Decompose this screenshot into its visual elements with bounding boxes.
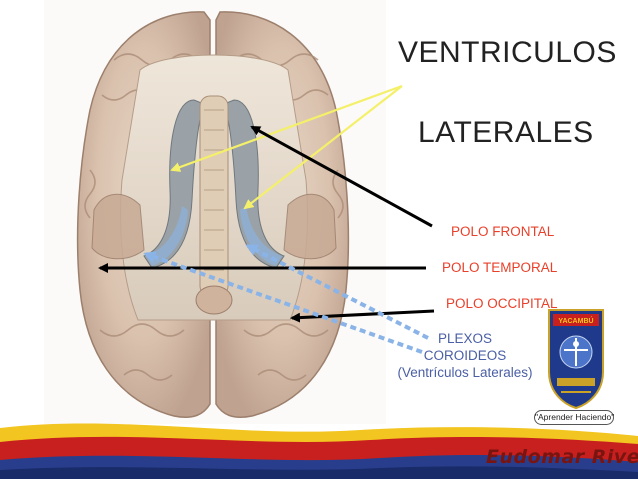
label-plexos-coroideos: PLEXOS COROIDEOS (Ventrículos Laterales) <box>384 330 546 381</box>
label-polo-occipital: POLO OCCIPITAL <box>446 296 558 311</box>
arrow-occipital <box>290 309 435 323</box>
blue-arrow-left <box>143 251 423 354</box>
brain-illustration <box>44 0 386 424</box>
arrow-frontal <box>250 125 433 228</box>
blue-arrow-right <box>245 244 429 340</box>
label-polo-frontal: POLO FRONTAL <box>451 224 555 239</box>
yellow-arrow-right <box>243 85 403 210</box>
svg-text:YACAMBÚ: YACAMBÚ <box>558 316 593 325</box>
plexos-line-1: PLEXOS <box>437 331 493 346</box>
university-crest-icon: YACAMBÚ <box>548 309 604 410</box>
university-motto: "Aprender Haciendo" <box>534 410 614 425</box>
plexos-line-3: (Ventrículos Laterales) <box>397 365 533 380</box>
yellow-arrow-left <box>170 84 403 172</box>
title-line-1: VENTRICULOS <box>398 36 617 69</box>
plexos-line-2: COROIDEOS <box>423 348 507 363</box>
footer-waves <box>0 423 638 479</box>
title-line-2: LATERALES <box>418 116 594 149</box>
label-polo-temporal: POLO TEMPORAL <box>442 260 558 275</box>
author-name: Eudomar Rivera <box>486 446 638 468</box>
